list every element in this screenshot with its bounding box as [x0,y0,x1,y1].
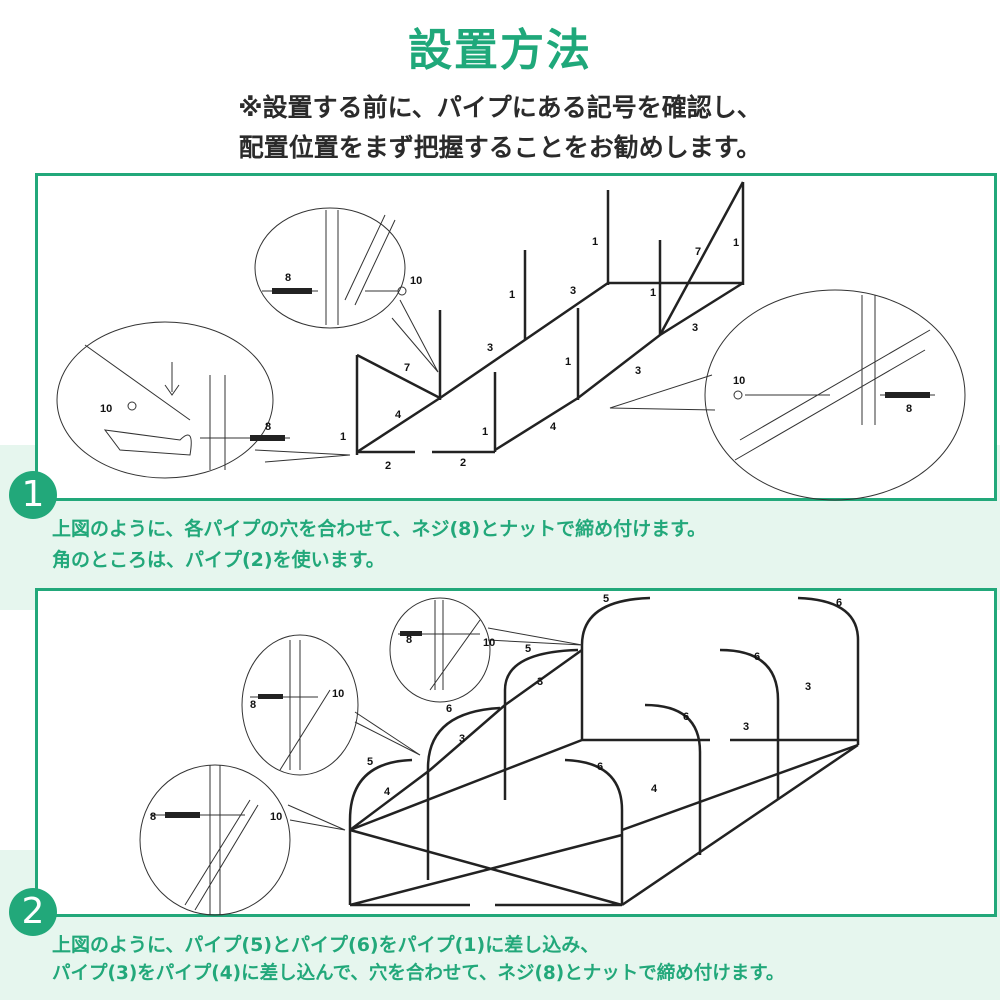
subtitle-line-2: 配置位置をまず把握することをお勧めします。 [238,133,762,162]
step-1-text-line-1: 上図のように、各パイプの穴を合わせて、ネジ(8)とナットで締め付けます。 [52,518,707,540]
step-1-number-badge: 1 [9,471,57,519]
step-2-diagram-box [35,588,997,917]
step-2-number-badge: 2 [9,888,57,936]
page-title: 設置方法 [408,25,592,76]
subtitle-line-1: ※設置する前に、パイプにある記号を確認し、 [238,93,762,122]
step-2-text-line-2: パイプ(3)をパイプ(4)に差し込んで、穴を合わせて、ネジ(8)とナットで締め付… [52,963,785,984]
step-1-text-line-2: 角のところは、パイプ(2)を使います。 [52,549,385,571]
step-2-text-line-1: 上図のように、パイプ(5)とパイプ(6)をパイプ(1)に差し込み、 [52,934,600,956]
step-1-diagram-box [35,173,997,501]
